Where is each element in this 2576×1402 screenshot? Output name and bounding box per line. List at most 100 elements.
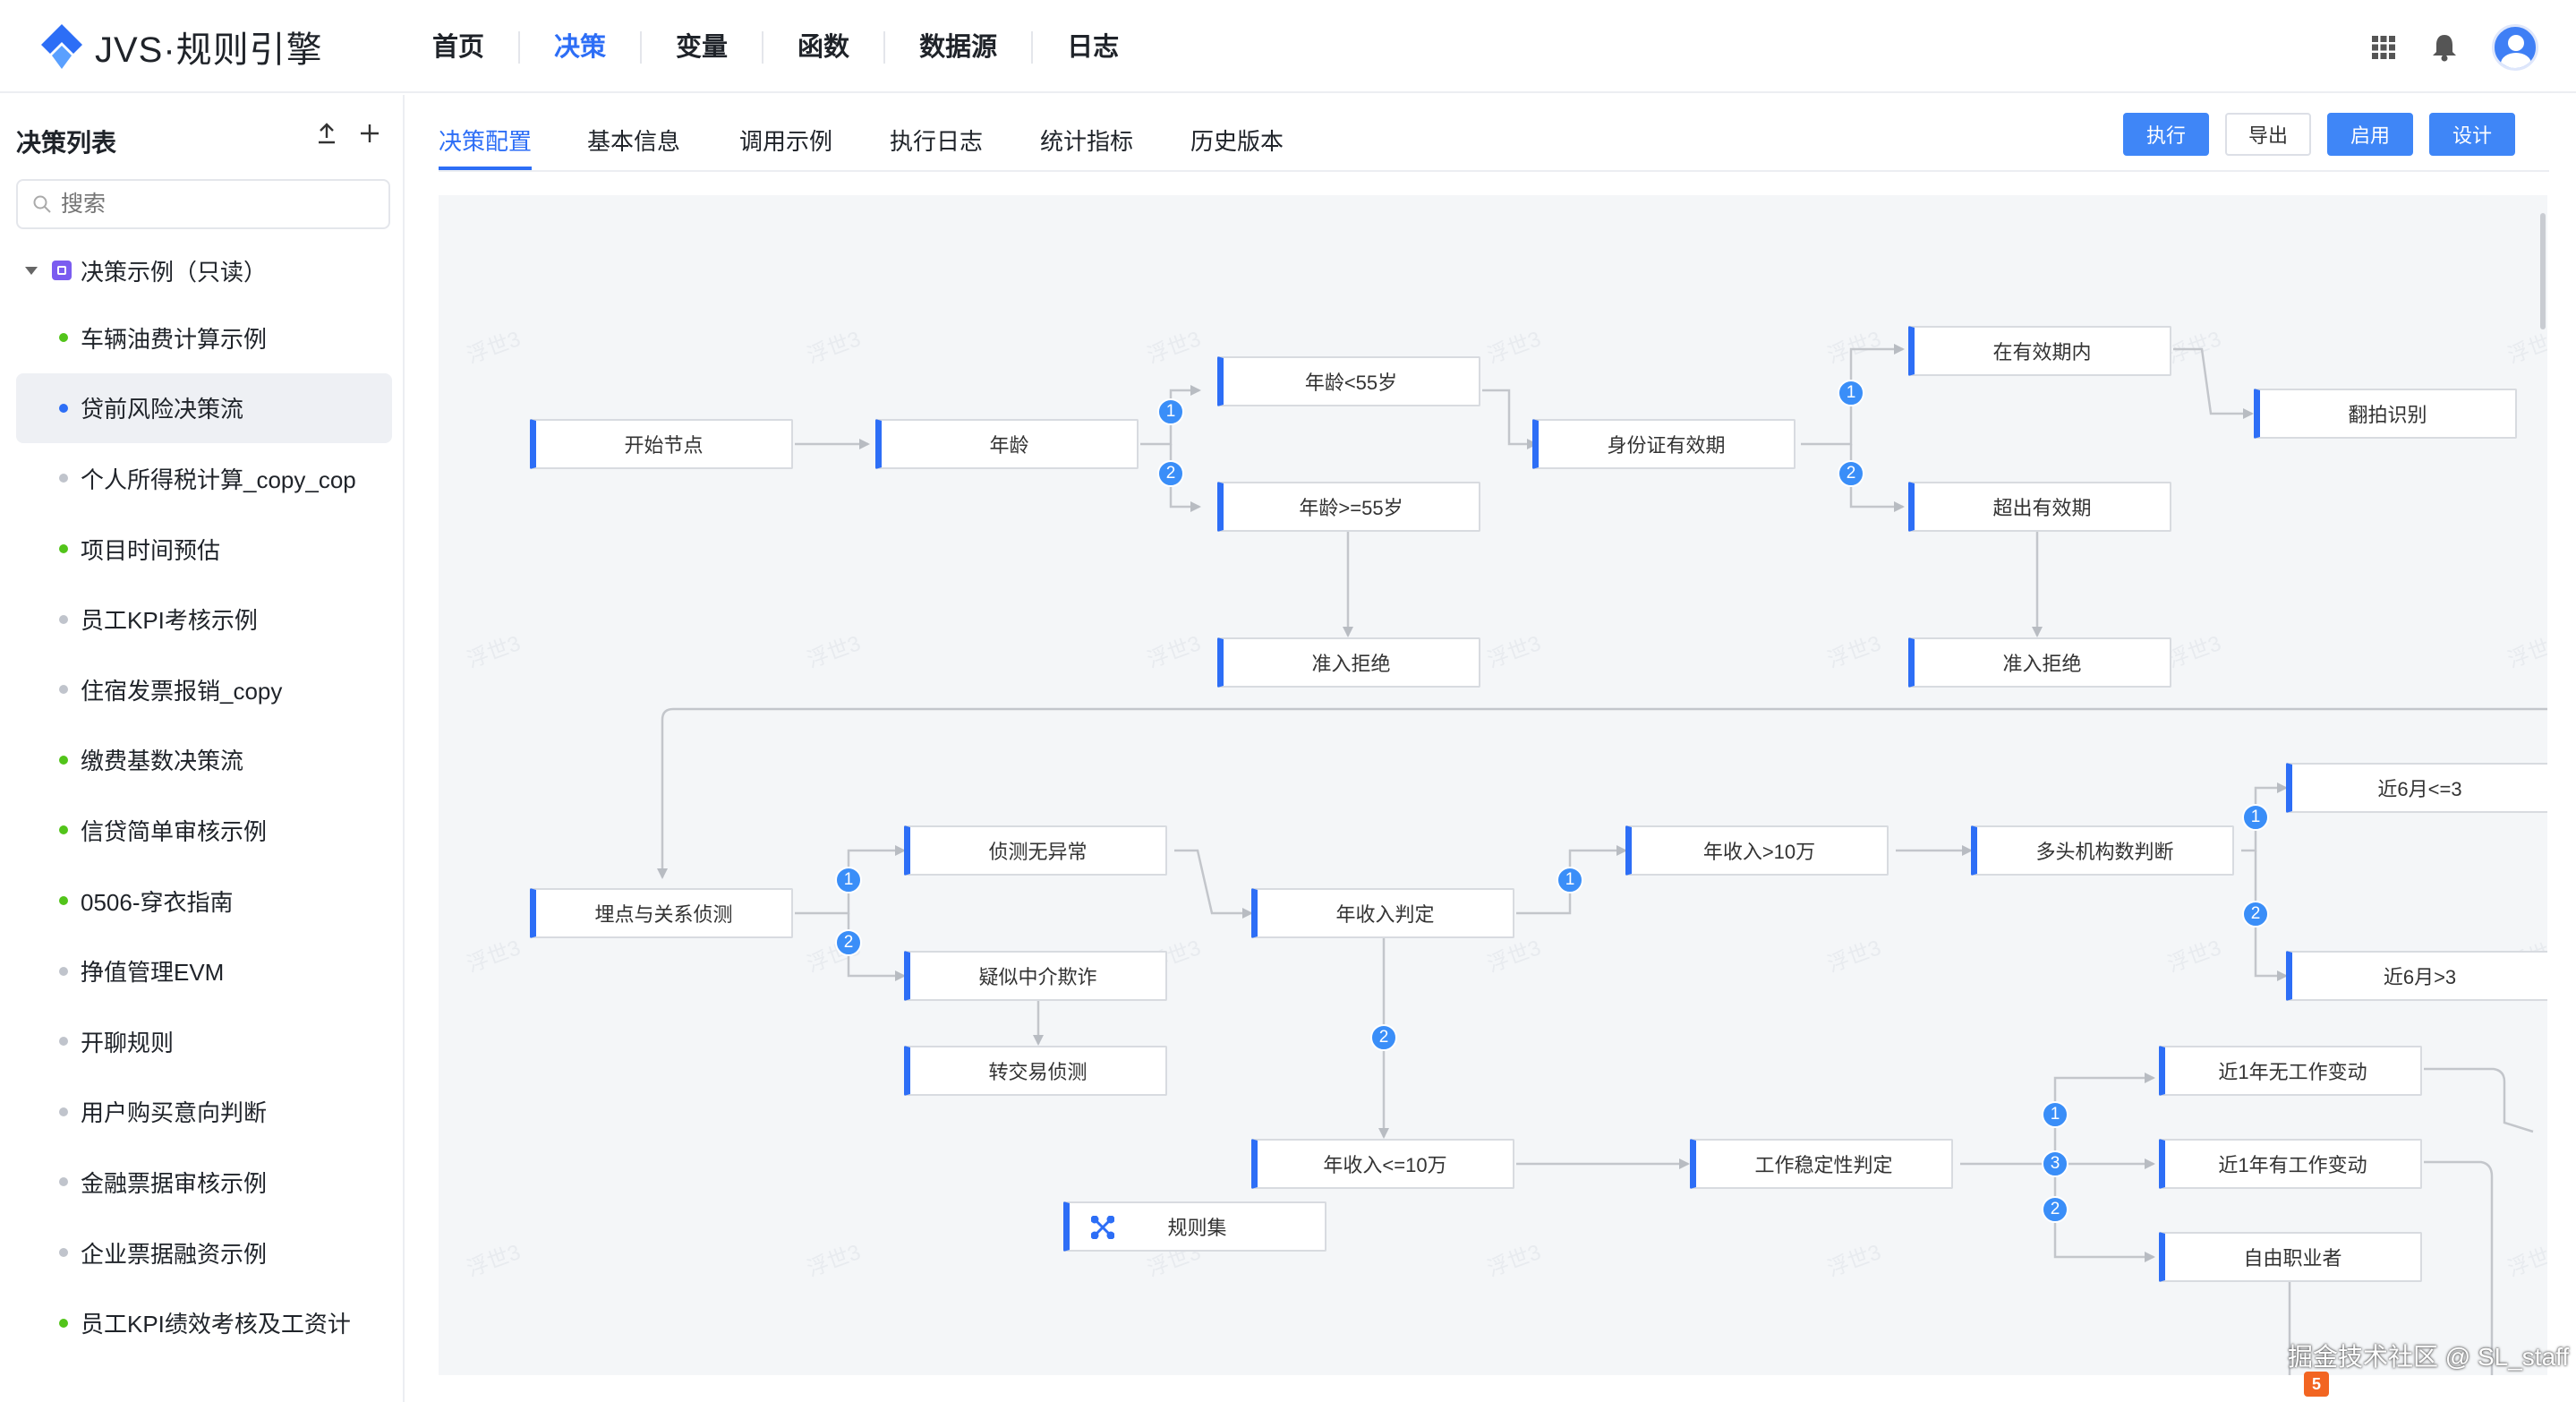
tab-history-version[interactable]: 历史版本	[1190, 128, 1284, 155]
sidebar-item-label: 挣值管理EVM	[81, 959, 225, 987]
upload-icon[interactable]	[315, 122, 338, 145]
nav-item-datasource[interactable]: 数据源	[885, 31, 1034, 64]
top-navigation-bar: JVS·规则引擎 首页 决策 变量 函数 数据源 日志	[0, 0, 2576, 93]
branch-badge[interactable]: 2	[1157, 460, 1184, 487]
jvs-logo-icon	[41, 24, 82, 69]
execute-button[interactable]: 执行	[2123, 113, 2209, 156]
sidebar-item-decision[interactable]: 用户购买意向判断	[16, 1077, 392, 1148]
branch-badge[interactable]: 2	[1838, 460, 1864, 487]
folder-icon	[52, 261, 72, 280]
edge-loop-back	[657, 707, 2547, 879]
nav-item-log[interactable]: 日志	[1067, 33, 1120, 62]
node-income-low[interactable]: 年收入<=10万	[1251, 1139, 1514, 1189]
node-agent-fraud[interactable]: 疑似中介欺诈	[904, 951, 1167, 1001]
enable-button[interactable]: 启用	[2327, 113, 2413, 156]
sidebar-item-label: 员工KPI考核示例	[81, 607, 258, 635]
sidebar-item-decision[interactable]: 车辆油费计算示例	[16, 303, 392, 373]
node-no-job-change[interactable]: 近1年无工作变动	[2159, 1046, 2422, 1096]
node-trace-normal[interactable]: 侦测无异常	[904, 825, 1167, 876]
branch-badge[interactable]: 2	[2242, 901, 2269, 928]
status-dot	[59, 1177, 68, 1187]
node-transfer-trade[interactable]: 转交易侦测	[904, 1046, 1167, 1096]
nav-item-function[interactable]: 函数	[763, 31, 886, 64]
sidebar-item-decision[interactable]: 0506-穿衣指南	[16, 866, 392, 936]
branch-badge[interactable]: 1	[2042, 1101, 2068, 1128]
status-dot	[59, 544, 68, 554]
node-age-lt55[interactable]: 年龄<55岁	[1217, 356, 1480, 406]
branch-badge[interactable]: 2	[835, 929, 862, 956]
sidebar-actions	[315, 122, 381, 145]
sidebar-item-decision[interactable]: 企业票据融资示例	[16, 1218, 392, 1288]
status-dot	[59, 403, 68, 413]
node-ruleset[interactable]: 规则集	[1063, 1201, 1326, 1252]
status-dot	[59, 1318, 68, 1328]
node-multi-institution[interactable]: 多头机构数判断	[1971, 825, 2234, 876]
tab-call-example[interactable]: 调用示例	[739, 128, 833, 155]
nav-item-home[interactable]: 首页	[398, 31, 521, 64]
sidebar-item-decision[interactable]: 开聊规则	[16, 1006, 392, 1077]
canvas-scrollbar[interactable]	[2540, 213, 2546, 329]
tree-root-folder[interactable]: 决策示例（只读）	[25, 251, 267, 290]
node-income-high[interactable]: 年收入>10万	[1625, 825, 1889, 876]
tab-basic-info[interactable]: 基本信息	[587, 128, 681, 155]
sidebar-item-decision[interactable]: 信贷简单审核示例	[16, 795, 392, 866]
node-id-validity[interactable]: 身份证有效期	[1532, 419, 1796, 469]
edge-multi-gt3	[2254, 851, 2288, 981]
apps-grid-icon[interactable]	[2370, 34, 2397, 61]
branch-badge[interactable]: 2	[1370, 1024, 1397, 1051]
sidebar-item-decision[interactable]: 挣值管理EVM	[16, 936, 392, 1006]
sidebar-item-decision[interactable]: 金融票据审核示例	[16, 1147, 392, 1218]
app-logo[interactable]: JVS·规则引擎	[36, 20, 323, 73]
user-avatar[interactable]	[2492, 24, 2538, 71]
node-income-judge[interactable]: 年收入判定	[1251, 888, 1514, 938]
nav-item-decision[interactable]: 决策	[520, 31, 643, 64]
nav-item-variable[interactable]: 变量	[642, 31, 764, 64]
search-input[interactable]	[61, 191, 365, 218]
node-job-stability[interactable]: 工作稳定性判定	[1690, 1139, 1953, 1189]
sidebar-item-decision[interactable]: 贷前风险决策流	[16, 372, 392, 444]
node-photo-recognition[interactable]: 翻拍识别	[2254, 389, 2517, 439]
bell-icon[interactable]	[2431, 33, 2458, 62]
node-id-expired[interactable]: 超出有效期	[1908, 482, 2171, 532]
sidebar-item-decision[interactable]: 住宿发票报销_copy	[16, 654, 392, 725]
sidebar-title: 决策列表	[16, 129, 117, 157]
sidebar-search[interactable]	[16, 179, 390, 229]
sidebar-item-decision[interactable]: 个人所得税计算_copy_cop	[16, 443, 392, 514]
edge-lt55-id	[1482, 389, 1538, 449]
node-freelancer[interactable]: 自由职业者	[2159, 1232, 2422, 1282]
node-start[interactable]: 开始节点	[530, 419, 793, 469]
node-job-change[interactable]: 近1年有工作变动	[2159, 1139, 2422, 1189]
node-reject-1[interactable]: 准入拒绝	[1217, 637, 1480, 688]
branch-badge[interactable]: 1	[1557, 867, 1583, 893]
branch-badge[interactable]: 3	[2042, 1150, 2068, 1177]
sidebar-item-decision[interactable]: 项目时间预估	[16, 514, 392, 585]
add-icon[interactable]	[358, 122, 381, 145]
sidebar-item-decision[interactable]: 员工KPI绩效考核及工资计	[16, 1287, 392, 1358]
node-id-valid[interactable]: 在有效期内	[1908, 326, 2171, 376]
node-6m-gt3[interactable]: 近6月>3	[2286, 951, 2547, 1001]
branch-badge[interactable]: 1	[1157, 398, 1184, 425]
node-age[interactable]: 年龄	[875, 419, 1139, 469]
node-reject-2[interactable]: 准入拒绝	[1908, 637, 2171, 688]
node-trace-relation[interactable]: 埋点与关系侦测	[530, 888, 793, 938]
tab-statistics[interactable]: 统计指标	[1040, 128, 1134, 155]
node-6m-le3[interactable]: 近6月<=3	[2286, 763, 2547, 813]
tab-execution-log[interactable]: 执行日志	[890, 128, 984, 155]
tab-decision-config[interactable]: 决策配置	[439, 124, 533, 170]
export-button[interactable]: 导出	[2225, 113, 2311, 156]
branch-badge[interactable]: 1	[2242, 804, 2269, 831]
caret-down-icon[interactable]	[25, 266, 38, 275]
node-age-ge55[interactable]: 年龄>=55岁	[1217, 482, 1480, 532]
branch-badge[interactable]: 2	[2042, 1196, 2068, 1223]
status-dot	[59, 966, 68, 976]
branch-badge[interactable]: 1	[835, 867, 862, 893]
edge-valid-photo	[2173, 347, 2254, 419]
branch-badge[interactable]: 1	[1838, 380, 1864, 406]
design-button[interactable]: 设计	[2429, 113, 2515, 156]
sidebar-item-label: 金融票据审核示例	[81, 1169, 268, 1197]
status-dot	[59, 825, 68, 835]
sidebar-item-decision[interactable]: 员工KPI考核示例	[16, 584, 392, 654]
sidebar-item-decision[interactable]: 缴费基数决策流	[16, 725, 392, 796]
